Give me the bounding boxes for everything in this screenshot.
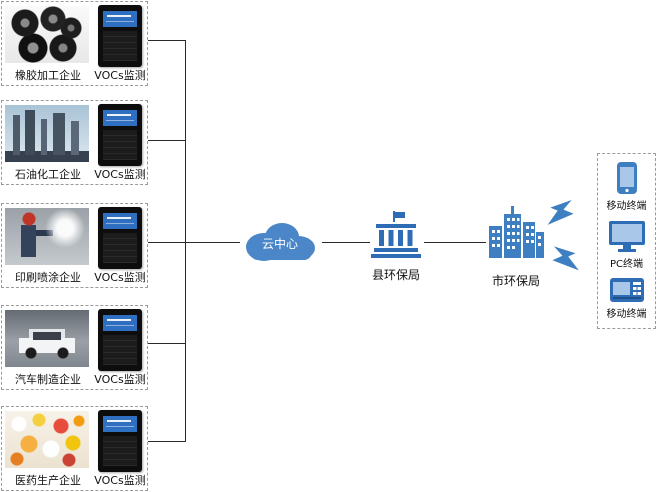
device-screen	[103, 11, 137, 27]
lightning-bolt-icon	[552, 246, 579, 271]
vocs-monitor-device	[98, 410, 142, 472]
monitor-label: VOCs监测	[94, 271, 146, 284]
monitor-label: VOCs监测	[94, 373, 146, 386]
monitor-label: VOCs监测	[94, 474, 146, 487]
device-screen	[103, 315, 137, 331]
city-bureau-buildings-icon	[489, 206, 544, 258]
device-screen	[103, 110, 137, 126]
handheld-terminal-icon	[609, 278, 644, 302]
county-bureau-building-icon	[371, 211, 421, 258]
vocs-monitor-device	[98, 207, 142, 269]
county-bureau-label: 县环保局	[371, 268, 420, 282]
device-panel	[103, 335, 137, 365]
vocs-monitor-device	[98, 309, 142, 371]
bus-line	[185, 40, 186, 442]
cloud-icon	[246, 223, 315, 261]
city-bureau-label: 市环保局	[491, 274, 540, 288]
enterprise-box-petrochemical: 石油化工企业 VOCs监测	[1, 100, 148, 185]
car-factory-photo	[5, 310, 89, 367]
vocs-monitor-device	[98, 104, 142, 166]
terminal-label: 移动终端	[606, 201, 647, 212]
spray-painting-photo	[5, 208, 89, 265]
device-panel	[103, 436, 137, 466]
cloud-center: 云中心	[238, 217, 322, 267]
terminal-label: PC终端	[609, 258, 643, 270]
connector-line	[148, 140, 186, 141]
connector-line	[148, 40, 186, 41]
monitor-label: VOCs监测	[94, 69, 146, 82]
device-panel	[103, 130, 137, 160]
connector-line	[148, 242, 240, 243]
connector-line	[148, 441, 186, 442]
device-screen	[103, 416, 137, 432]
connector-line	[148, 343, 186, 344]
enterprise-label: 石油化工企业	[15, 168, 81, 181]
mobile-phone-icon	[616, 162, 637, 194]
terminal-pc: PC终端	[608, 220, 645, 270]
pharmaceutical-pills-photo	[5, 411, 89, 468]
tire-stack-photo	[5, 6, 89, 63]
county-to-city-line	[424, 242, 486, 243]
enterprise-label: 印刷喷涂企业	[15, 271, 81, 284]
pc-monitor-icon	[608, 220, 645, 252]
terminal-mobile-bottom: 移动终端	[607, 278, 647, 320]
device-panel	[103, 233, 137, 263]
device-panel	[103, 31, 137, 61]
cloud-to-county-line	[322, 242, 370, 243]
enterprise-box-pharmaceutical: 医药生产企业 VOCs监测	[1, 406, 148, 491]
enterprise-label: 医药生产企业	[15, 474, 81, 487]
lightning-bolt-icon	[547, 200, 574, 225]
petrochemical-plant-photo	[5, 105, 89, 162]
device-screen	[103, 213, 137, 229]
enterprise-box-rubber: 橡胶加工企业 VOCs监测	[1, 1, 148, 86]
terminal-label: 移动终端	[606, 309, 647, 320]
enterprise-label: 汽车制造企业	[15, 373, 81, 386]
enterprise-box-spraying: 印刷喷涂企业 VOCs监测	[1, 203, 148, 288]
terminal-mobile-top: 移动终端	[607, 162, 647, 212]
monitor-label: VOCs监测	[94, 168, 146, 181]
enterprise-box-automobile: 汽车制造企业 VOCs监测	[1, 305, 148, 390]
terminals-box: 移动终端 PC终端 移动终端	[597, 153, 656, 329]
cloud-label: 云中心	[261, 237, 298, 251]
vocs-monitor-device	[98, 5, 142, 67]
enterprise-label: 橡胶加工企业	[15, 69, 81, 82]
